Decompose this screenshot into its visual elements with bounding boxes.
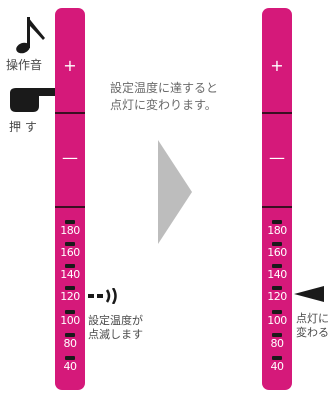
plus-button[interactable]: + bbox=[270, 56, 284, 75]
music-note-icon bbox=[16, 17, 45, 54]
temp-label: 120 bbox=[267, 290, 287, 303]
minus-button[interactable]: — bbox=[62, 148, 78, 167]
lit-caption-line2: 変わる bbox=[296, 326, 329, 339]
temp-label: 140 bbox=[267, 268, 287, 281]
led-indicator bbox=[272, 356, 282, 360]
pointing-hand-icon bbox=[10, 88, 59, 112]
plus-button[interactable]: + bbox=[63, 56, 77, 75]
temp-label: 180 bbox=[60, 224, 80, 237]
blink-caption-line2: 点滅します bbox=[88, 328, 143, 341]
led-indicator bbox=[65, 333, 75, 337]
led-indicator bbox=[65, 310, 75, 314]
press-label: 押 す bbox=[9, 120, 37, 134]
temp-label: 80 bbox=[63, 337, 78, 350]
description-line1: 設定温度に達すると bbox=[110, 81, 219, 95]
divider bbox=[262, 206, 292, 208]
operation-sound-label: 操作音 bbox=[6, 58, 43, 72]
led-indicator bbox=[272, 264, 282, 268]
lit-caption-line1: 点灯に bbox=[296, 312, 329, 325]
temp-label: 100 bbox=[60, 314, 80, 327]
temp-label: 40 bbox=[63, 360, 78, 373]
led-indicator bbox=[65, 286, 75, 290]
control-panel-right: + — 180 160 140 120 100 80 40 bbox=[262, 8, 292, 390]
minus-button[interactable]: — bbox=[269, 148, 285, 167]
temp-label: 180 bbox=[267, 224, 287, 237]
temp-label: 140 bbox=[60, 268, 80, 281]
control-panel-left: + — 180 160 140 120 100 80 40 bbox=[55, 8, 85, 390]
temp-label: 40 bbox=[270, 360, 285, 373]
temp-label: 100 bbox=[267, 314, 287, 327]
temp-label: 120 bbox=[60, 290, 80, 303]
led-indicator bbox=[272, 220, 282, 224]
arrow-right-icon bbox=[158, 140, 192, 244]
divider bbox=[55, 112, 85, 114]
divider bbox=[262, 112, 292, 114]
temp-label: 160 bbox=[267, 246, 287, 259]
led-indicator bbox=[272, 286, 282, 290]
led-indicator bbox=[65, 356, 75, 360]
led-indicator bbox=[65, 242, 75, 246]
description-text: 設定温度に達すると 点灯に変わります。 bbox=[110, 80, 218, 114]
blink-caption-line1: 設定温度が bbox=[88, 314, 143, 327]
led-indicator bbox=[65, 264, 75, 268]
led-indicator bbox=[65, 220, 75, 224]
led-indicator bbox=[272, 333, 282, 337]
temp-label: 160 bbox=[60, 246, 80, 259]
description-line2: 点灯に変わります。 bbox=[110, 98, 217, 112]
sound-waves-icon bbox=[88, 288, 117, 304]
indicator-arrow-icon bbox=[294, 286, 324, 302]
divider bbox=[55, 206, 85, 208]
led-indicator bbox=[272, 242, 282, 246]
temp-label: 80 bbox=[270, 337, 285, 350]
led-indicator bbox=[272, 310, 282, 314]
